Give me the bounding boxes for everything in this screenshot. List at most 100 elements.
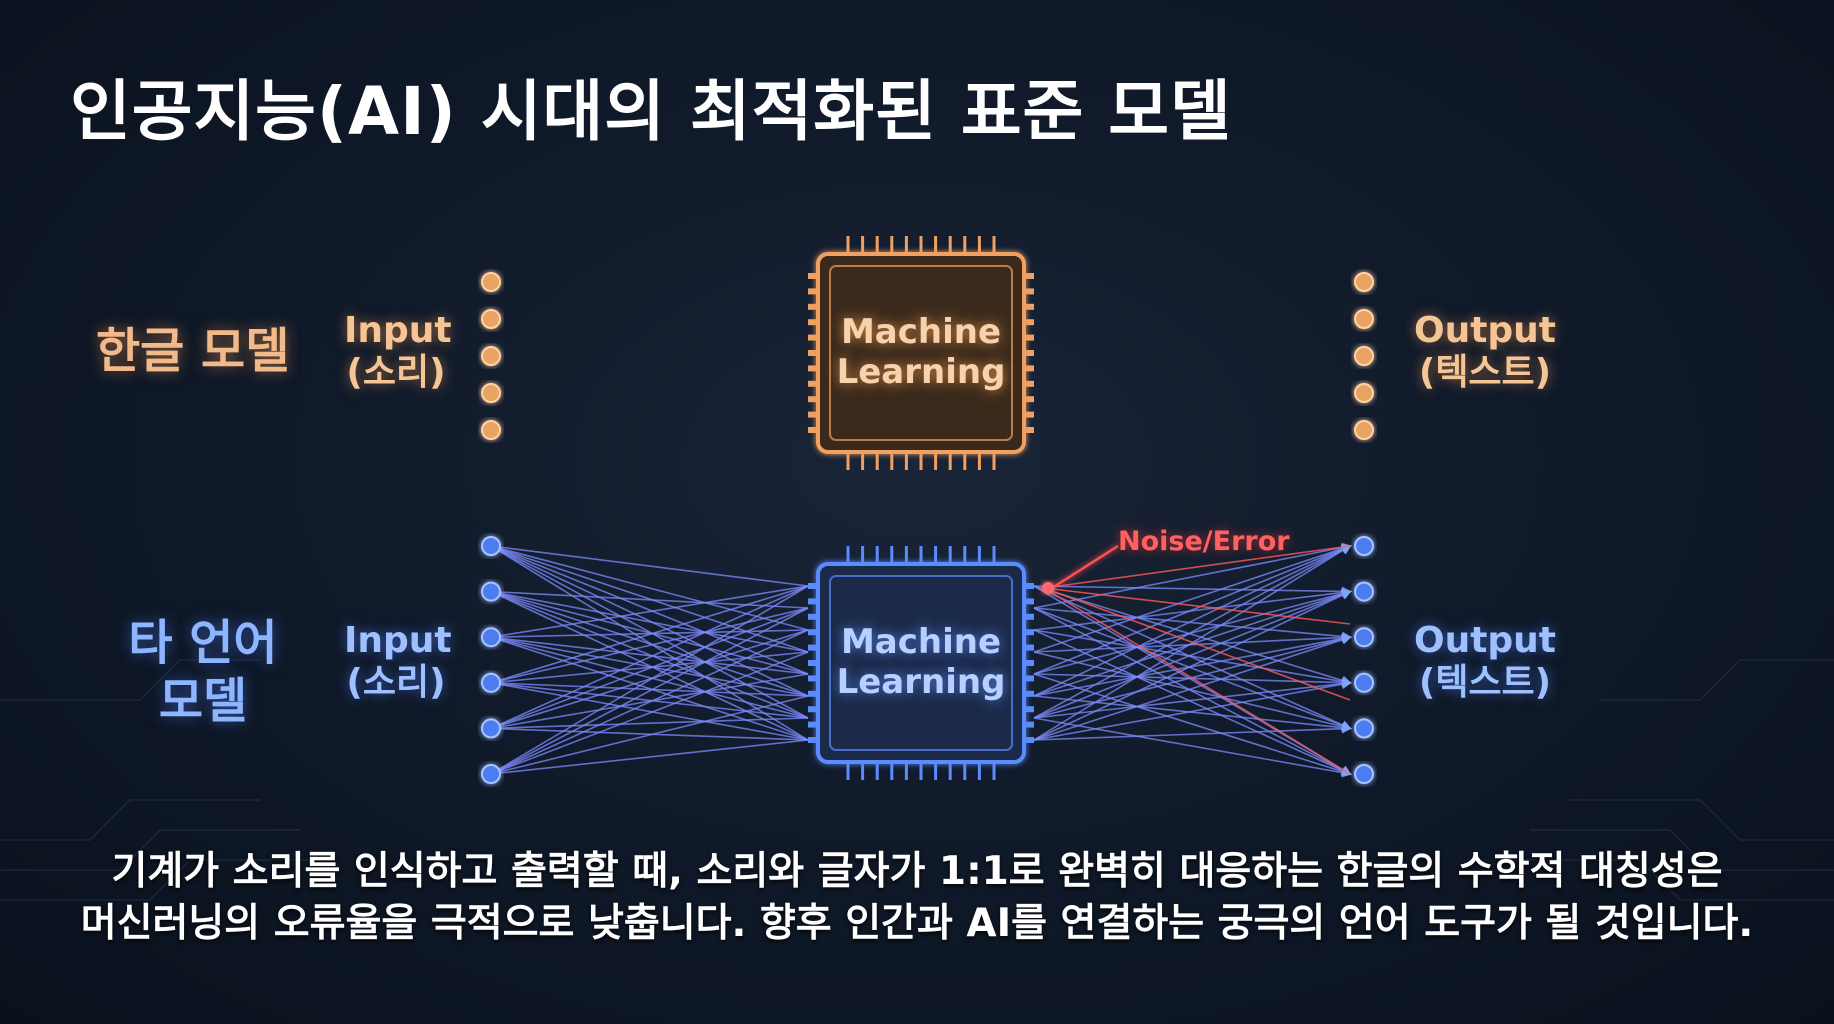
- other-input-node: [481, 764, 501, 784]
- other-output-node: [1354, 718, 1374, 739]
- other-input-line: [490, 607, 809, 775]
- hangul-chip-pin: [1024, 380, 1034, 387]
- other-chip-pin: [808, 675, 818, 682]
- other-output-line: [1033, 543, 1352, 653]
- caption-line2: 머신러닝의 오류율을 극적으로 낮춥니다. 향후 인간과 AI를 연결하는 궁극…: [80, 901, 1754, 946]
- other-chip-pin: [808, 613, 818, 620]
- hangul-output-node: [1354, 346, 1374, 366]
- caption: 기계가 소리를 인식하고 출력할 때, 소리와 글자가 1:1로 완벽히 대응하…: [0, 846, 1834, 950]
- hangul-chip-pin: [808, 319, 818, 326]
- noise-point: [1042, 582, 1054, 594]
- hangul-model-diagram: [481, 236, 1374, 470]
- hangul-chip-pin: [1024, 288, 1034, 295]
- other-output-line: [1033, 629, 1352, 687]
- hangul-input-label-line2: (소리): [346, 352, 446, 393]
- other-output-line: [1033, 723, 1352, 741]
- other-output-line: [1033, 545, 1352, 719]
- other-chip-pin: [808, 706, 818, 713]
- noise-line: [1043, 545, 1351, 589]
- other-chip-pin: [808, 598, 818, 605]
- other-input-label-line2: (소리): [346, 662, 446, 703]
- noise-pointer: [1051, 544, 1119, 590]
- other-output-line: [1033, 585, 1352, 686]
- other-chip-pin: [808, 721, 818, 728]
- other-input-node: [481, 672, 501, 693]
- other-output-line: [1033, 651, 1352, 732]
- other-input-line: [490, 717, 809, 730]
- hangul-chip-pin: [1024, 303, 1034, 310]
- other-output-label-line2: (텍스트): [1418, 662, 1552, 703]
- noise-line: [1043, 587, 1351, 775]
- other-input-line: [490, 636, 809, 719]
- hangul-chip-label-line2: Learning: [836, 352, 1006, 392]
- other-input-line: [490, 585, 809, 684]
- hangul-chip-pin: [808, 334, 818, 341]
- other-chip-pin: [1024, 644, 1034, 651]
- hangul-chip-pin: [1024, 334, 1034, 341]
- other-model-label-line2: 모델: [158, 673, 248, 729]
- hangul-model-label: 한글 모델: [96, 323, 290, 379]
- other-output-line: [1033, 590, 1352, 741]
- hangul-chip-pin: [1024, 350, 1034, 356]
- hangul-output-node: [1354, 272, 1374, 292]
- hangul-chip-pin: [1024, 365, 1034, 372]
- other-input-line: [490, 585, 809, 638]
- hangul-input-label: Input (소리): [344, 310, 452, 394]
- other-input-line: [490, 585, 809, 730]
- other-input-line: [490, 545, 809, 675]
- other-chip-label-line2: Learning: [836, 662, 1006, 702]
- hangul-input-node: [481, 383, 501, 403]
- other-output-line: [1033, 678, 1352, 719]
- hangul-chip-inner: [829, 265, 1013, 441]
- noise-line: [1043, 587, 1351, 701]
- other-output-line: [1033, 679, 1352, 741]
- other-output-line: [1033, 585, 1352, 597]
- other-input-line: [490, 682, 809, 697]
- hangul-output-node: [1354, 383, 1374, 403]
- hangul-chip-pin: [808, 303, 818, 310]
- hangul-chip-pin: [1024, 273, 1034, 279]
- circuit-background: [0, 659, 1834, 901]
- other-chip-pin: [808, 660, 818, 666]
- hangul-input-node: [481, 420, 501, 440]
- other-input-node: [481, 581, 501, 602]
- other-output-node: [1354, 536, 1374, 556]
- other-input-node: [481, 718, 501, 739]
- hangul-output-label: Output (텍스트): [1410, 310, 1560, 394]
- hangul-input-label-line1: Input: [344, 310, 452, 351]
- other-language-model-label: 타 언어 모델: [108, 614, 298, 730]
- other-output-line: [1033, 673, 1352, 777]
- hangul-chip-pin: [1024, 411, 1034, 418]
- other-output-line: [1033, 544, 1352, 697]
- other-chip-label: Machine Learning: [826, 622, 1016, 702]
- other-input-node: [481, 536, 501, 556]
- other-input-line: [490, 629, 809, 775]
- hangul-input-node: [481, 346, 501, 366]
- other-chip-pin: [1024, 613, 1034, 620]
- hangul-output-node: [1354, 420, 1374, 440]
- other-chip-pin: [1024, 660, 1034, 666]
- other-output-node: [1354, 672, 1374, 693]
- other-input-line: [490, 739, 809, 775]
- other-output-node: [1354, 764, 1374, 784]
- other-chip-pin: [808, 629, 818, 636]
- other-chip-pin: [1024, 675, 1034, 682]
- page-title: 인공지능(AI) 시대의 최적화된 표준 모델: [70, 73, 1232, 150]
- caption-line1: 기계가 소리를 인식하고 출력할 때, 소리와 글자가 1:1로 완벽히 대응하…: [111, 849, 1723, 894]
- other-output-label: Output (텍스트): [1410, 620, 1560, 704]
- other-output-line: [1033, 607, 1352, 731]
- other-input-line: [490, 590, 809, 609]
- other-output-node: [1354, 627, 1374, 648]
- other-chip-pin: [808, 583, 818, 589]
- other-input-line: [490, 682, 809, 741]
- other-input-line: [490, 545, 809, 631]
- other-input-line: [490, 590, 809, 697]
- hangul-chip-pin: [808, 411, 818, 418]
- other-language-model-diagram: [481, 536, 1374, 784]
- other-input-line: [490, 651, 809, 775]
- other-input-label-line1: Input: [344, 620, 452, 661]
- other-chip-pin: [1024, 721, 1034, 728]
- hangul-input-node: [481, 272, 501, 292]
- other-chip-pin: [808, 737, 818, 743]
